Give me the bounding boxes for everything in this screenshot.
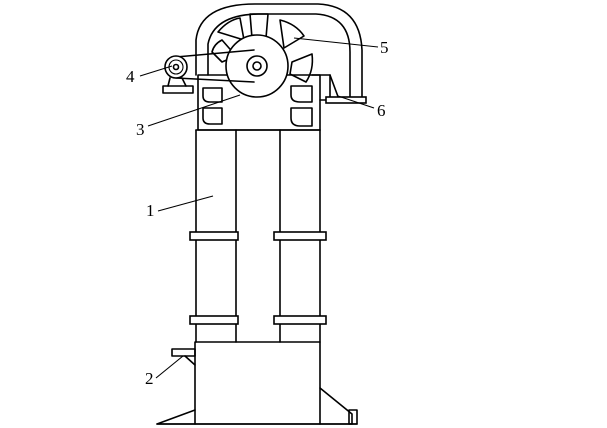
right-column bbox=[273, 129, 327, 343]
drive-motor bbox=[162, 49, 255, 94]
callout-4: 4 bbox=[126, 67, 135, 86]
left-column bbox=[189, 129, 239, 343]
head-wheel bbox=[211, 13, 314, 98]
callout-1: 1 bbox=[146, 201, 155, 220]
head-housing bbox=[195, 74, 331, 131]
callout-3: 3 bbox=[136, 120, 145, 139]
callout-2: 2 bbox=[145, 369, 154, 388]
callout-5: 5 bbox=[380, 38, 389, 57]
base-housing bbox=[156, 341, 358, 425]
leader-lines bbox=[139, 37, 379, 379]
callout-6: 6 bbox=[377, 101, 386, 120]
